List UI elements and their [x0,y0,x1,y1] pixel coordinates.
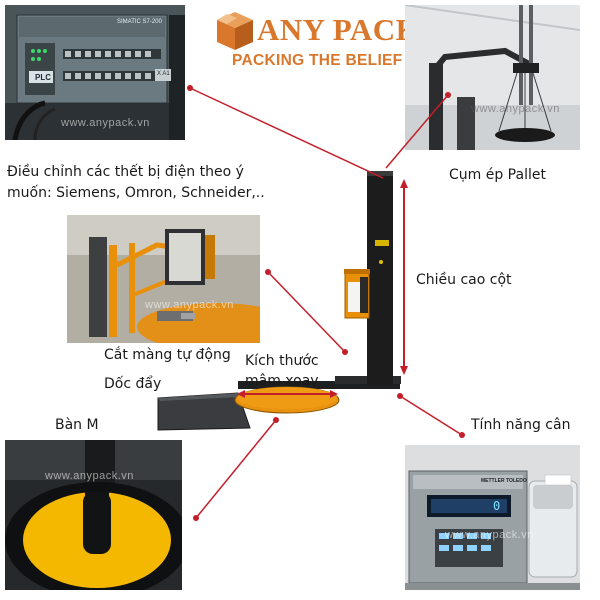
watermark: www.anypack.vn [61,117,150,129]
watermark: www.anypack.vn [445,529,534,541]
brand-logo [213,8,383,72]
label-electrical-line1: Điều chỉnh các thết bị điện theo ý [7,164,244,180]
leader-auto-cut [267,271,346,353]
brand-tagline: PACKING THE BELIEF [232,52,403,69]
watermark: www.anypack.vn [471,103,560,115]
column [367,171,393,385]
label-turntable-line1: Kích thước [245,353,319,369]
leader-table-m [195,419,277,519]
auto-cut-photo: www.anypack.vn [67,215,260,343]
plc-tag: X A1 [157,71,170,77]
scale-reading: 0 [493,499,501,513]
watermark: www.anypack.vn [145,299,234,311]
table-m-photo: www.anypack.vn [5,440,182,590]
plc-badge: PLC [35,73,51,82]
label-weighing: Tính năng cân [471,417,571,433]
brand-name: ANY PACK [257,12,421,47]
plc-photo: SIMATIC S7-200 PLC X A1 www.anypack.vn [5,5,185,140]
ramp [157,392,251,431]
label-column-height: Chiều cao cột [416,272,512,288]
base-frame [238,381,400,389]
leader-electrical [189,87,384,179]
weighing-scale-photo: METTLER TOLEDO 0 www.anypack.vn [405,445,580,590]
label-auto-cut: Cắt màng tự động [104,347,231,363]
label-turntable-line2: mâm xoay [245,373,319,389]
leader-pallet-press [385,94,449,169]
watermark: www.anypack.vn [45,470,134,482]
label-table-m: Bàn M [55,417,99,433]
plc-model: SIMATIC S7-200 [117,19,162,25]
label-pallet-press: Cụm ép Pallet [449,167,546,183]
label-electrical-line2: muốn: Siemens, Omron, Schneider,.. [7,185,265,201]
box-logo-icon [217,12,253,50]
pallet-press-photo: www.anypack.vn [405,5,580,150]
label-ramp: Dốc đẩy [104,376,162,392]
leader-weighing [399,395,463,436]
scale-brand: METTLER TOLEDO [481,478,527,484]
